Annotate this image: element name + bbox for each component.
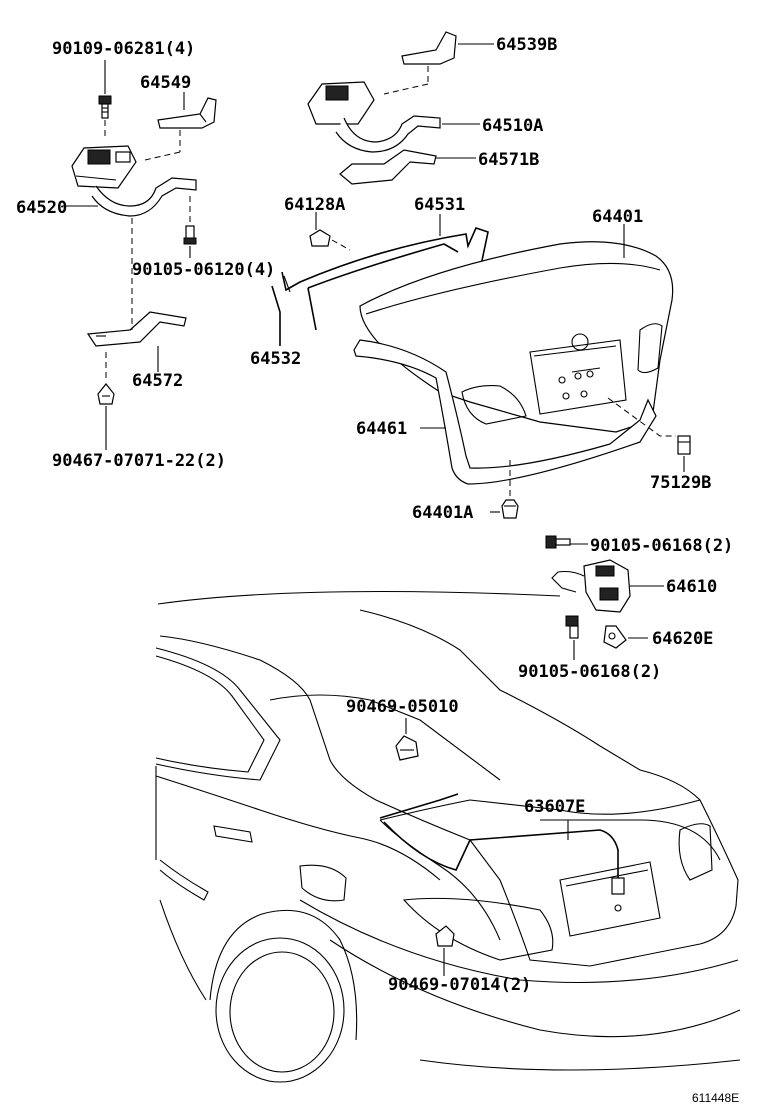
lock-64610-icon — [551, 559, 631, 613]
label-90469-07014: 90469-07014(2) — [388, 975, 531, 995]
label-64128A: 64128A — [284, 195, 345, 215]
label-64572: 64572 — [132, 371, 183, 391]
label-64510A: 64510A — [482, 116, 543, 136]
bracket-64572-icon — [86, 311, 187, 347]
label-64549: 64549 — [140, 73, 191, 93]
hinge-64539B-icon — [401, 31, 457, 65]
striker-64620E-icon — [603, 625, 627, 649]
label-90105-06120: 90105-06120(4) — [132, 260, 275, 280]
clip-90469-05010-icon — [395, 735, 419, 761]
label-64532: 64532 — [250, 349, 301, 369]
label-64461: 64461 — [356, 419, 407, 439]
label-90109-06281: 90109-06281(4) — [52, 39, 195, 59]
label-64531: 64531 — [414, 195, 465, 215]
label-90105-06168-top: 90105-06168(2) — [590, 536, 733, 556]
label-64520: 64520 — [16, 198, 67, 218]
hinge-64510A-icon — [307, 81, 441, 153]
label-90469-05010: 90469-05010 — [346, 697, 459, 717]
stopper-64401A-icon — [501, 499, 519, 519]
clip-64128A-icon — [309, 229, 331, 247]
torsion-bar-64531-icon — [281, 227, 489, 293]
trunk-lid-64401-icon — [359, 241, 674, 433]
label-64539B: 64539B — [496, 35, 557, 55]
plug-75129B-icon — [677, 435, 691, 455]
weatherstrip-64461-icon — [353, 339, 657, 485]
bolt-90105-06168-bottom-icon — [565, 615, 579, 639]
torsion-bar-64532-icon — [271, 243, 459, 346]
hinge-64571B-icon — [339, 149, 437, 185]
label-75129B: 75129B — [650, 473, 711, 493]
bolt-90105-06120-icon — [183, 225, 197, 245]
bolt-90109-icon — [98, 95, 112, 119]
bolt-90105-06168-top-icon — [545, 535, 571, 549]
hinge-64549-icon — [157, 97, 217, 129]
label-63607E: 63607E — [524, 797, 585, 817]
label-90467-07071-22: 90467-07071-22(2) — [52, 451, 226, 471]
label-64571B: 64571B — [478, 150, 539, 170]
clip-90467-icon — [97, 383, 115, 405]
label-64401: 64401 — [592, 207, 643, 227]
clip-90469-07014-icon — [435, 925, 455, 947]
label-64401A: 64401A — [412, 503, 473, 523]
label-90105-06168-bottom: 90105-06168(2) — [518, 662, 661, 682]
label-64610: 64610 — [666, 577, 717, 597]
figure-id: 611448E — [692, 1091, 739, 1105]
hinge-64520-icon — [71, 145, 197, 217]
label-64620E: 64620E — [652, 629, 713, 649]
car-body-icon — [155, 590, 741, 1083]
